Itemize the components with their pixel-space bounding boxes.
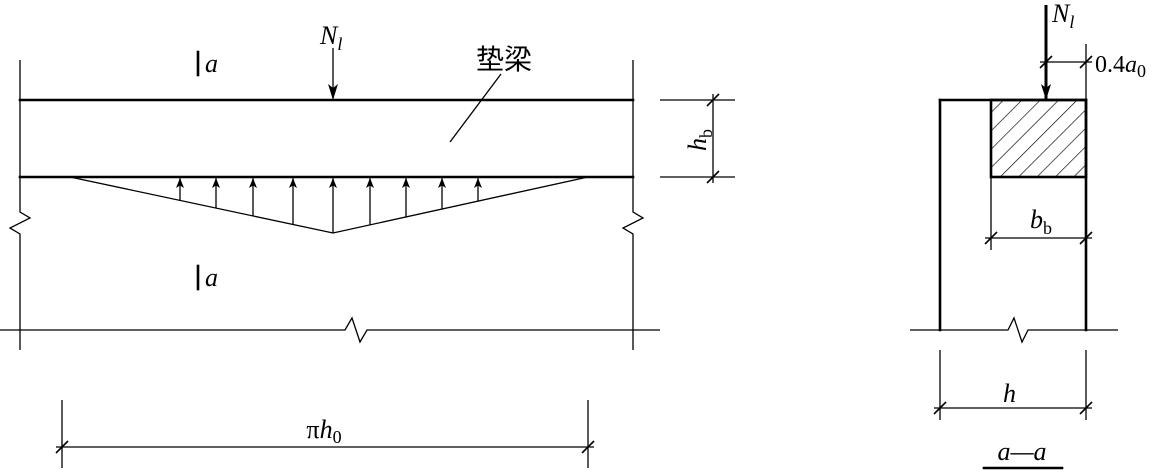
load-eccentricity-dimension: 0.4a0 [1039, 44, 1146, 100]
wall-left-edge [8, 60, 32, 350]
base-line-with-break [0, 316, 660, 344]
pad-beam-height-sub: b [696, 129, 716, 138]
load-eccentricity-base: a [1125, 52, 1137, 78]
wall-thickness-dimension: h [933, 350, 1093, 420]
section-title: a—a [997, 437, 1046, 466]
dimension-tick [706, 170, 720, 184]
load-eccentricity-sub: 0 [1137, 61, 1146, 81]
distribution-length-prefix: π [306, 415, 319, 444]
section-load-label-sub: l [1069, 12, 1074, 32]
elevation-view: Nl a a 垫梁 h [0, 21, 735, 468]
pad-beam-width-dimension: bb [984, 177, 1093, 250]
dimension-tick [1039, 55, 1053, 69]
dimension-tick [1079, 401, 1093, 415]
pad-beam-label: 垫梁 [476, 43, 532, 76]
dimension-tick [1079, 231, 1093, 245]
distribution-length-dimension: πh0 [55, 400, 595, 468]
load-label-sub: l [337, 34, 342, 54]
section-load-label-base: N [1051, 0, 1071, 28]
stress-arrows [176, 178, 482, 233]
section-base-line-with-break [910, 316, 1118, 344]
dimension-tick [984, 231, 998, 245]
pad-beam-width-label: bb [1030, 205, 1052, 238]
pad-beam-width-base: b [1030, 205, 1043, 234]
dimension-tick [706, 93, 720, 107]
dimension-tick [581, 440, 595, 454]
wall-thickness-label: h [1003, 379, 1016, 408]
pad-beam-height-dimension: hb [660, 93, 735, 184]
pad-beam-width-sub: b [1043, 218, 1052, 238]
dimension-tick [55, 440, 69, 454]
distribution-length-label: πh0 [306, 415, 341, 447]
section-view: Nl 0.4a0 bb [910, 0, 1146, 470]
load-eccentricity-label: 0.4a0 [1095, 52, 1146, 81]
dimension-tick [1079, 55, 1093, 69]
section-mark-top-label: a [205, 49, 218, 78]
pad-beam-cross-section [989, 98, 1088, 179]
stress-distribution-triangle [69, 176, 589, 234]
load-label-base: N [319, 21, 339, 50]
distribution-length-base: h [320, 415, 333, 444]
distribution-length-sub: 0 [333, 427, 342, 447]
wall-right-edge [621, 60, 645, 350]
load-label: Nl [319, 21, 342, 54]
pad-beam-height-base: h [683, 138, 712, 151]
section-load-label: Nl [1051, 0, 1074, 32]
dimension-tick [933, 401, 947, 415]
section-mark-bottom-label: a [205, 263, 218, 292]
pad-beam-height-label: hb [683, 129, 716, 151]
pad-beam-leader-line [449, 73, 502, 143]
load-eccentricity-coef: 0.4 [1095, 52, 1125, 78]
